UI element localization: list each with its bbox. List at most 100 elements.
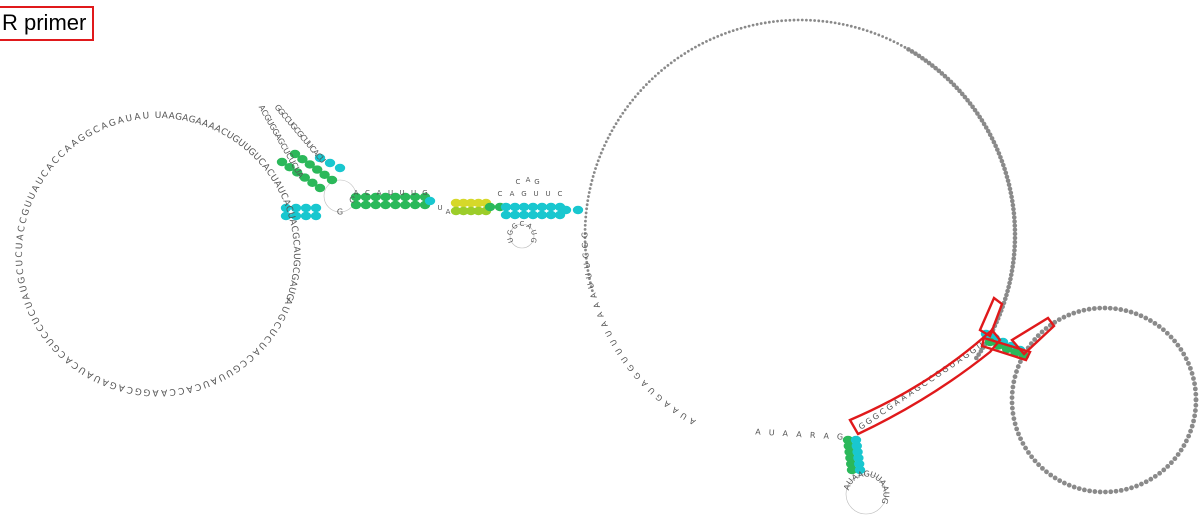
small-loop-dot	[1172, 456, 1178, 462]
backbone-dot	[1011, 252, 1017, 257]
backbone-dot	[936, 68, 942, 74]
small-loop-dot	[1014, 369, 1019, 374]
backbone-dot	[945, 76, 951, 82]
primer-letter: U	[947, 359, 957, 370]
green-pair	[292, 168, 303, 177]
right-loop-letter: G	[581, 242, 590, 249]
small-loop-dot	[1056, 317, 1062, 323]
small-loop	[509, 223, 535, 249]
left-loop-letter: U	[93, 372, 103, 384]
small-loop-dot	[1188, 428, 1193, 434]
backbone-dot	[926, 60, 932, 66]
right-loop-letter: C	[581, 252, 591, 259]
green-pair	[299, 173, 310, 182]
backbone-dot	[583, 236, 587, 240]
left-loop-letter: U	[24, 300, 36, 310]
backbone-dot	[985, 128, 991, 134]
left-loop-letter: G	[109, 379, 119, 391]
left-loop-letter: C	[57, 348, 68, 360]
left-loop-letter: A	[160, 387, 167, 397]
small-loop-dot	[1186, 433, 1192, 439]
left-loop-letter: U	[266, 326, 278, 337]
backbone-dot	[610, 129, 614, 133]
backbone-dot	[772, 20, 775, 24]
backbone-dot	[809, 18, 812, 22]
backbone-dot	[694, 45, 697, 49]
hairpin-letter: G	[288, 121, 299, 132]
hairpin-letter: U	[265, 118, 276, 128]
left-loop-letter: A	[208, 374, 218, 386]
backbone-dot	[995, 147, 1000, 152]
loop-letter: A	[525, 222, 534, 231]
backbone-dot	[606, 136, 610, 140]
hairpin-letter: C	[259, 108, 270, 118]
left-loop-letter: U	[224, 366, 235, 378]
loop-letter: A	[877, 478, 888, 488]
backbone-dot	[881, 35, 885, 38]
primer-letter: G	[871, 411, 881, 422]
small-loop-dot	[1036, 462, 1042, 468]
small-loop-dot	[1102, 305, 1108, 311]
hairpin-letter: G	[270, 127, 281, 137]
backbone-dot	[712, 36, 716, 40]
backbone-dot	[1007, 186, 1013, 192]
primer-letter: C	[927, 373, 937, 384]
left-loop-letter: G	[21, 208, 33, 218]
backbone-dot	[705, 40, 708, 43]
primer-letter: U	[975, 341, 985, 352]
small-loop-dot	[1192, 408, 1198, 413]
small-loop-dot	[1071, 484, 1077, 490]
primer-letter: A	[892, 397, 902, 408]
left-loop-letter: A	[21, 291, 33, 301]
backbone-dot	[583, 244, 587, 248]
green-pair	[326, 175, 338, 185]
backbone-dot	[1006, 284, 1011, 290]
backbone-dot	[747, 24, 751, 28]
cyan-pair	[310, 211, 322, 221]
backbone-dot	[585, 265, 589, 268]
green-pair	[360, 200, 372, 210]
right-loop-letter: U	[679, 410, 689, 421]
small-loop-dot	[1014, 426, 1020, 432]
backbone-dot	[975, 111, 980, 116]
backbone-dot	[590, 289, 594, 293]
left-loop-letter: C	[35, 322, 47, 333]
left-loop-letter: C	[177, 385, 185, 396]
stem-letter: A	[354, 189, 359, 197]
small-loop-dot	[1097, 489, 1103, 495]
left-loop-letter: G	[134, 385, 142, 396]
right-loop-letter: A	[595, 310, 606, 319]
backbone-dot	[817, 19, 821, 23]
backbone-dot	[841, 22, 845, 26]
left-loop-letter: U	[285, 211, 296, 220]
left-loop-letter: A	[200, 118, 210, 130]
backbone-dot	[829, 20, 833, 24]
left-loop-letter: A	[260, 162, 272, 174]
yellow-pair	[473, 198, 484, 208]
primer-letter: G	[857, 421, 867, 432]
primer-letter: C	[920, 378, 930, 389]
backbone-dot	[1009, 268, 1015, 274]
right-loop-letter: U	[608, 338, 619, 348]
backbone-dot	[909, 49, 915, 54]
loop-letter: G	[510, 222, 519, 232]
left-loop-letter: C	[18, 216, 29, 225]
left-loop-letter: U	[15, 242, 25, 249]
small-loop-dot	[1081, 307, 1087, 313]
small-loop-dot	[1015, 364, 1021, 369]
backbone-dot	[974, 355, 979, 361]
small-loop-dot	[1009, 395, 1015, 400]
small-loop-dot	[1071, 310, 1077, 316]
small-loop-dot	[1123, 308, 1129, 314]
left-loop-letter: A	[16, 233, 27, 241]
small-loop-dot	[1161, 467, 1167, 473]
left-loop-letter: C	[278, 192, 290, 202]
backbone-dot	[759, 22, 763, 25]
cyan-pair	[527, 202, 539, 212]
hairpin-letter: U	[285, 118, 296, 128]
left-loop-letter: G	[51, 342, 63, 354]
backbone-dot	[647, 80, 651, 84]
small-loop-dot	[1012, 374, 1018, 380]
backbone-dot	[612, 125, 616, 129]
small-loop-dot	[1191, 418, 1196, 424]
